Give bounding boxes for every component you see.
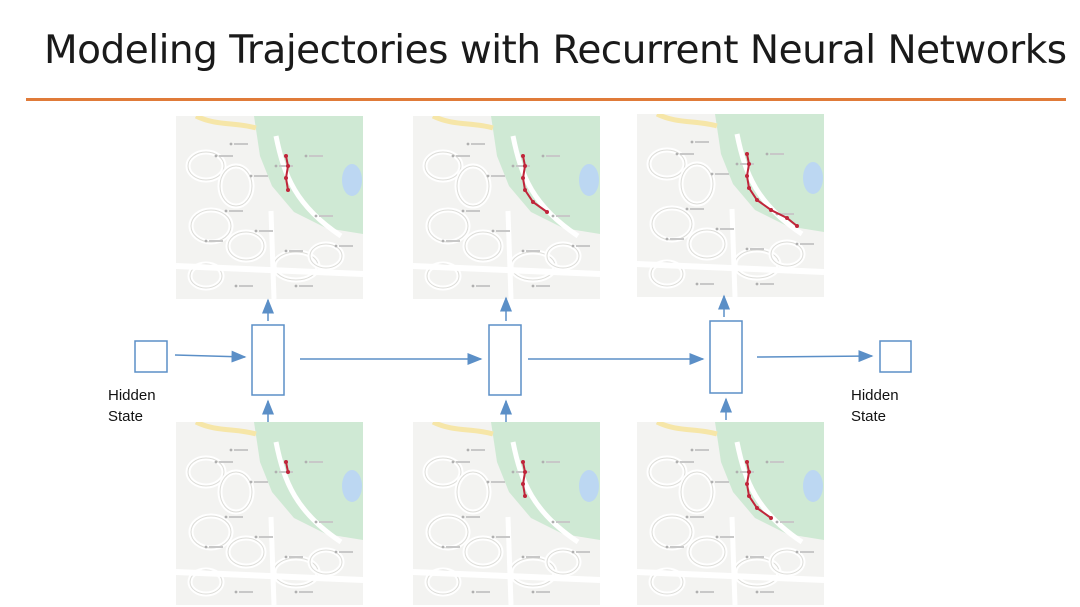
map-graphic (176, 116, 363, 299)
input-hidden-state-label: Hidden State (108, 385, 156, 427)
output-trajectory-map-2 (413, 116, 600, 299)
rnn-cell-2 (488, 324, 522, 396)
input-hidden-state-label-line2: State (108, 408, 144, 425)
rnn-cell-1 (251, 324, 285, 396)
output-hidden-state-label: Hidden State (851, 385, 899, 427)
output-trajectory-map-1 (176, 116, 363, 299)
map-graphic (176, 422, 363, 605)
rnn-cell-3 (709, 320, 743, 394)
input-trajectory-map-2 (413, 422, 600, 605)
final-hidden-state-box (879, 340, 912, 373)
map-graphic (637, 114, 824, 297)
input-trajectory-map-3 (637, 422, 824, 605)
arrow-cell3-to-hfinal (756, 350, 874, 363)
output-trajectory-map-3 (637, 114, 824, 297)
output-hidden-state-label-line1: Hidden (851, 387, 899, 404)
map-graphic (413, 422, 600, 605)
title-underline (26, 98, 1066, 101)
slide-title: Modeling Trajectories with Recurrent Neu… (44, 28, 1067, 73)
input-trajectory-map-1 (176, 422, 363, 605)
arrow-h0-to-cell1 (174, 350, 247, 363)
output-hidden-state-label-line2: State (851, 408, 887, 425)
input-hidden-state-label-line1: Hidden (108, 387, 156, 404)
initial-hidden-state-box (134, 340, 168, 373)
map-graphic (413, 116, 600, 299)
map-graphic (637, 422, 824, 605)
